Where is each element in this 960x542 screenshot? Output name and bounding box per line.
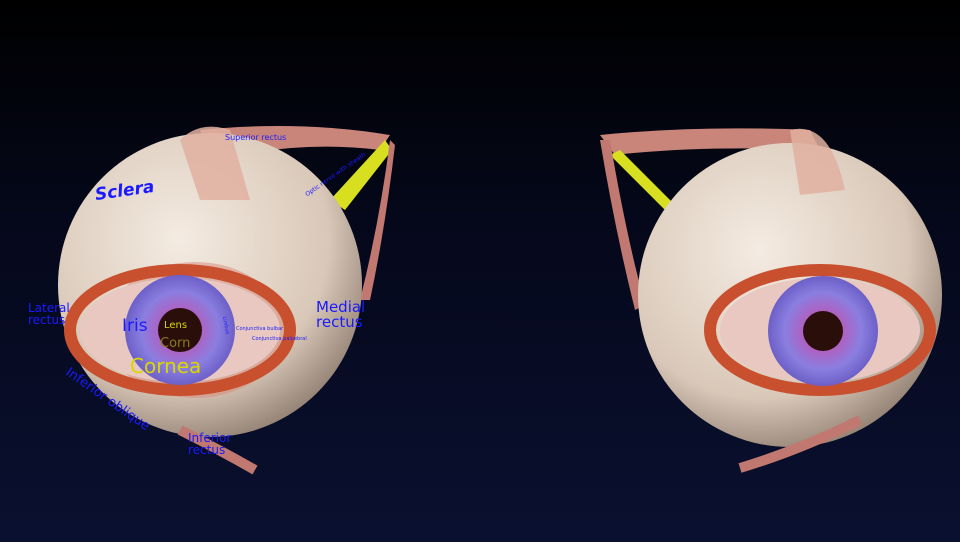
label-inferior-rectus: Inferior rectus <box>188 431 232 457</box>
medial-rectus-muscle-right <box>600 140 645 310</box>
inferior-oblique-muscle-right <box>738 415 863 473</box>
pupil-right <box>803 311 843 351</box>
medial-rectus-muscle <box>360 140 395 300</box>
label-medial-rectus: Medial rectus <box>316 298 366 331</box>
label-lens: Lens <box>164 320 188 331</box>
label-conjunctiva-bulbar: Conjunctiva bulbar <box>236 326 284 332</box>
muscle-insertion <box>180 126 250 200</box>
label-lateral-rectus: Lateral rectus <box>28 301 70 327</box>
label-iris: Iris <box>122 316 148 336</box>
optic-nerve-right <box>610 150 675 210</box>
eyelid-rim-right <box>704 264 936 396</box>
label-superior-rectus: Superior rectus <box>225 133 287 142</box>
muscle-insertion-right <box>790 128 845 195</box>
right-eye <box>600 128 942 473</box>
label-cornea-small: Corn <box>160 336 191 351</box>
eyelid-rim <box>64 264 296 396</box>
inferior-oblique-muscle <box>177 425 258 475</box>
pupil <box>158 308 202 352</box>
optic-nerve <box>330 140 392 210</box>
left-eye <box>58 126 395 475</box>
label-cornea: Cornea <box>130 354 202 378</box>
label-conjunctiva-palpebral: Conjunctiva palpebral <box>252 336 307 342</box>
